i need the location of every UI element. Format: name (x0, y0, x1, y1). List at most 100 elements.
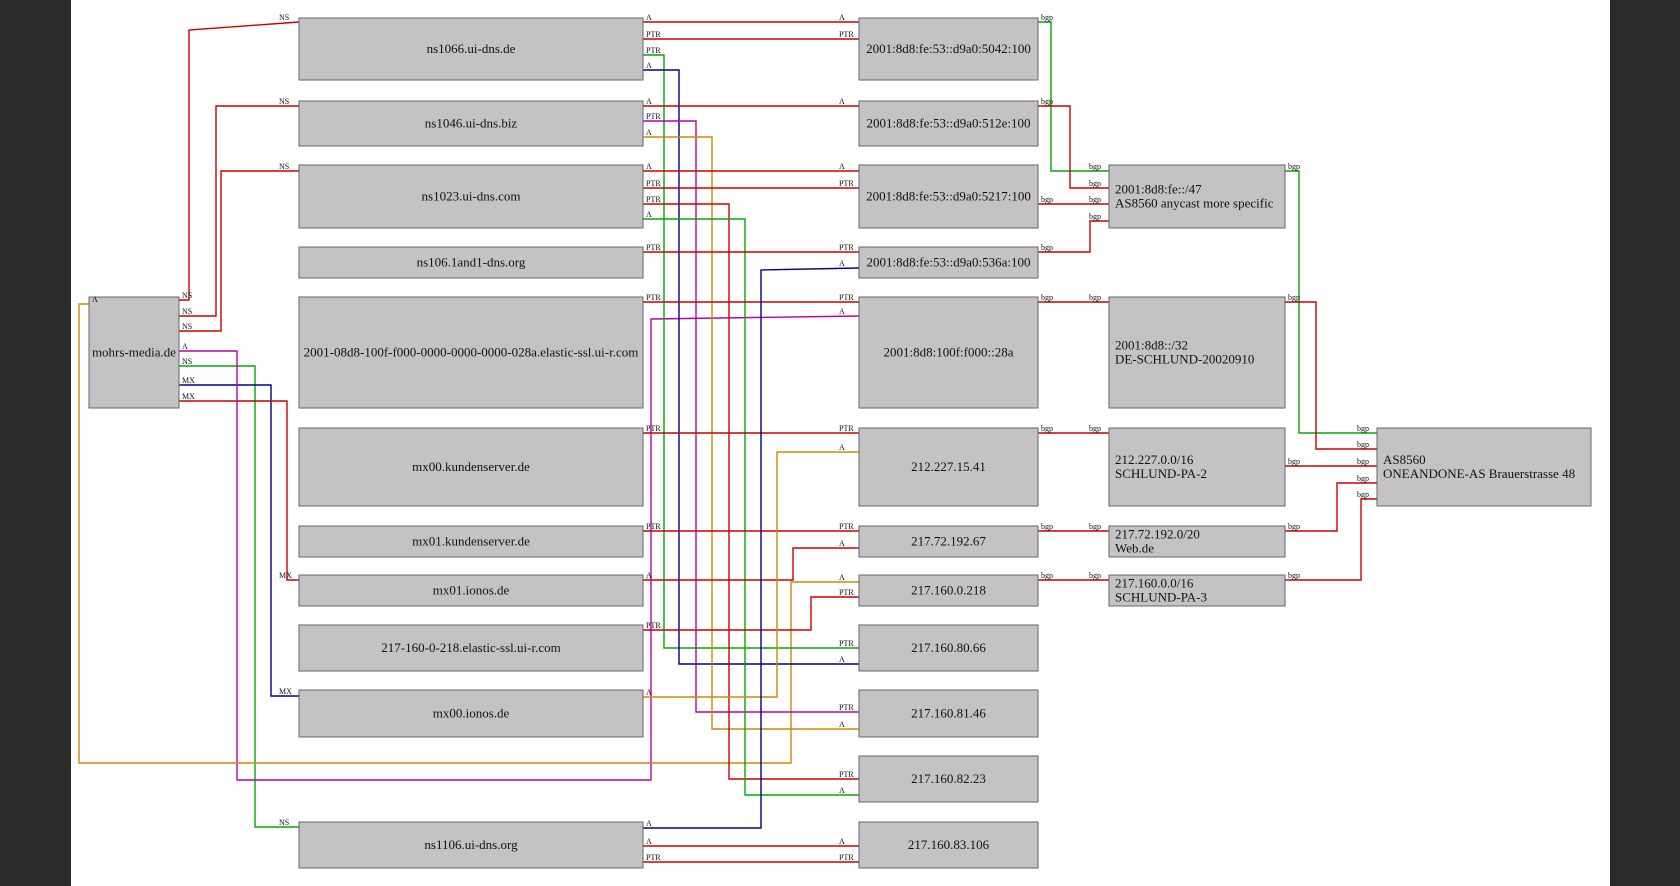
edge-label-start: PTR (646, 112, 661, 121)
node-label: mohrs-media.de (92, 345, 176, 360)
edge-label-end: bgp (1357, 474, 1369, 483)
node-ip21716080[interactable]: 217.160.80.66 (858, 624, 1039, 672)
edge-label-start: PTR (646, 293, 661, 302)
node-ip21716081[interactable]: 217.160.81.46 (858, 689, 1039, 738)
node-label: 2001:8d8:fe::/47 (1115, 182, 1202, 197)
edge-label-end: PTR (839, 770, 854, 779)
edge-green-10 (643, 54, 859, 649)
edge-label-end: PTR (839, 424, 854, 433)
node-ip2171600[interactable]: 217.160.0.218 (858, 574, 1039, 607)
edge-red-1 (179, 105, 299, 317)
edge-red-24 (643, 596, 859, 631)
edge-label-start: MX (182, 392, 195, 401)
node-label: 2001:8d8:100f:f000::28a (884, 345, 1014, 360)
node-label: SCHLUND-PA-3 (1115, 590, 1207, 605)
node-ip5042[interactable]: 2001:8d8:fe:53::d9a0:5042:100 (858, 17, 1039, 81)
node-mohrs[interactable]: mohrs-media.de (88, 296, 180, 409)
node-elastic2001[interactable]: 2001-08d8-100f-f000-0000-0000-0000-028a.… (298, 296, 644, 409)
edge-label-end: PTR (839, 588, 854, 597)
node-ip21716082[interactable]: 217.160.82.23 (858, 755, 1039, 803)
edge-label-start: PTR (646, 46, 661, 55)
node-ns1046[interactable]: ns1046.ui-dns.biz (298, 100, 644, 147)
edge-green-18 (643, 218, 859, 796)
node-ip21716083[interactable]: 217.160.83.106 (858, 821, 1039, 869)
edge-label-start: A (92, 295, 98, 304)
edge-label-start: A (646, 162, 652, 171)
edge-label-end: A (839, 573, 845, 582)
edge-label-start: A (646, 61, 652, 70)
node-ip21222715[interactable]: 212.227.15.41 (858, 427, 1039, 507)
edge-label-start: NS (182, 291, 192, 300)
edge-label-end: PTR (839, 703, 854, 712)
edge-blue-26 (643, 267, 860, 829)
edge-label-end: A (839, 307, 845, 316)
node-label: 2001:8d8:fe:53::d9a0:5217:100 (866, 189, 1031, 204)
node-ns1023[interactable]: ns1023.ui-dns.com (298, 164, 644, 229)
edge-label-start: NS (182, 322, 192, 331)
node-label: 217.160.81.46 (911, 706, 986, 721)
edge-green-29 (1038, 21, 1109, 172)
node-label: 217.160.0.0/16 (1115, 576, 1194, 591)
edge-label-end: PTR (839, 522, 854, 531)
node-label: mx01.ionos.de (433, 583, 510, 598)
node-ns1066[interactable]: ns1066.ui-dns.de (298, 17, 644, 81)
edge-label-end: bgp (1089, 571, 1101, 580)
node-mx01i[interactable]: mx01.ionos.de (298, 574, 644, 607)
edge-label-start: A (646, 571, 652, 580)
edge-label-start: A (646, 13, 652, 22)
edge-orange-25 (643, 451, 859, 698)
node-el217[interactable]: 217-160-0-218.elastic-ssl.ui-r.com (298, 624, 644, 672)
edge-label-end: MX (279, 571, 292, 580)
edge-orange-7 (78, 303, 859, 764)
edge-label-end: NS (279, 97, 289, 106)
edge-blue-4 (179, 384, 299, 697)
edge-label-end: bgp (1089, 522, 1101, 531)
node-label: 217.160.80.66 (911, 640, 986, 655)
node-label: ns1066.ui-dns.de (427, 41, 516, 56)
edge-label-end: PTR (839, 30, 854, 39)
edge-label-start: bgp (1041, 13, 1053, 22)
edge-label-start: bgp (1041, 195, 1053, 204)
node-ip5217[interactable]: 2001:8d8:fe:53::d9a0:5217:100 (858, 164, 1039, 229)
edge-label-end: PTR (839, 639, 854, 648)
edge-label-end: bgp (1089, 162, 1101, 171)
edge-label-start: MX (182, 376, 195, 385)
edge-label-end: PTR (839, 243, 854, 252)
node-ns1106[interactable]: ns1106.ui-dns.org (298, 821, 644, 869)
edge-label-start: A (182, 342, 188, 351)
edge-label-start: bgp (1288, 293, 1300, 302)
node-ip536a[interactable]: 2001:8d8:fe:53::d9a0:536a:100 (858, 246, 1039, 279)
edge-label-end: bgp (1357, 440, 1369, 449)
node-label: ns1106.ui-dns.org (424, 837, 518, 852)
node-ip28a[interactable]: 2001:8d8:100f:f000::28a (858, 296, 1039, 409)
edge-red-30 (1038, 105, 1109, 189)
edge-red-0 (179, 21, 300, 301)
edge-label-start: bgp (1041, 571, 1053, 580)
node-mx00i[interactable]: mx00.ionos.de (298, 689, 644, 738)
edge-label-end: bgp (1089, 179, 1101, 188)
node-ns106[interactable]: ns106.1and1-dns.org (298, 246, 644, 279)
edge-magenta-6 (179, 315, 860, 781)
node-ip512e[interactable]: 2001:8d8:fe:53::d9a0:512e:100 (858, 100, 1039, 147)
node-mx01k[interactable]: mx01.kundenserver.de (298, 525, 644, 558)
node-mx00k[interactable]: mx00.kundenserver.de (298, 427, 644, 507)
edge-label-start: A (646, 837, 652, 846)
edge-label-start: PTR (646, 179, 661, 188)
node-ip21772192[interactable]: 217.72.192.67 (858, 525, 1039, 558)
edge-red-32 (1038, 220, 1109, 253)
edge-label-end: A (839, 162, 845, 171)
edge-blue-11 (643, 69, 859, 665)
edge-label-start: PTR (646, 30, 661, 39)
edge-label-end: bgp (1089, 212, 1101, 221)
node-label: mx00.kundenserver.de (412, 459, 530, 474)
edge-green-3 (179, 365, 299, 828)
edge-label-end: A (839, 13, 845, 22)
edge-red-17 (643, 203, 859, 780)
edge-label-start: A (646, 97, 652, 106)
